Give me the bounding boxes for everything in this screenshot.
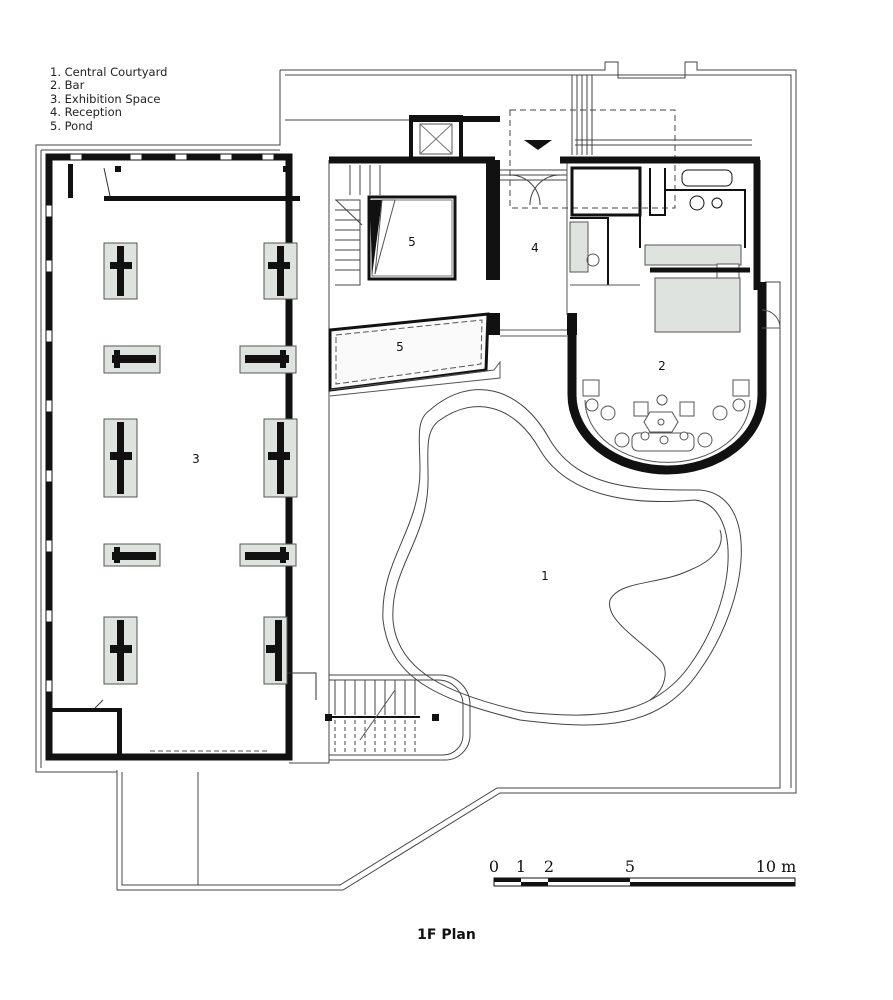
scale-tick-1: 1 (516, 857, 526, 876)
room-label-exhibition: 3 (192, 452, 200, 466)
legend-item-pond: 5. Pond (50, 118, 93, 133)
room-label-pond-upper: 5 (408, 235, 416, 249)
site-outline (35, 61, 797, 891)
display-walls (110, 246, 290, 681)
scale-tick-0: 0 (489, 857, 499, 876)
service-rooms (560, 156, 761, 290)
scale-bar: 0 1 2 5 10 m (489, 857, 797, 887)
scale-tick-10: 10 m (756, 857, 797, 876)
legend: 1. Central Courtyard 2. Bar 3. Exhibitio… (50, 65, 168, 133)
scale-tick-5: 5 (625, 857, 635, 876)
legend-item-exhibition-space: 3. Exhibition Space (50, 91, 161, 106)
lower-stair (325, 674, 471, 761)
plan-title: 1F Plan (417, 927, 476, 943)
upper-stair (329, 115, 500, 286)
room-label-bar: 2 (658, 359, 666, 373)
lower-pond (328, 312, 501, 397)
room-label-pond-lower: 5 (396, 340, 404, 354)
display-stands (103, 242, 298, 685)
upper-pond (367, 195, 457, 281)
room-label-reception: 4 (531, 241, 539, 255)
bar (567, 244, 781, 475)
room-label-courtyard: 1 (541, 569, 549, 583)
courtyard-pool (382, 389, 742, 726)
legend-item-reception: 4. Reception (50, 105, 122, 120)
legend-item-central-courtyard: 1. Central Courtyard (50, 65, 168, 79)
legend-item-bar: 2. Bar (50, 78, 85, 93)
reception (486, 140, 577, 337)
scale-tick-2: 2 (544, 857, 554, 876)
